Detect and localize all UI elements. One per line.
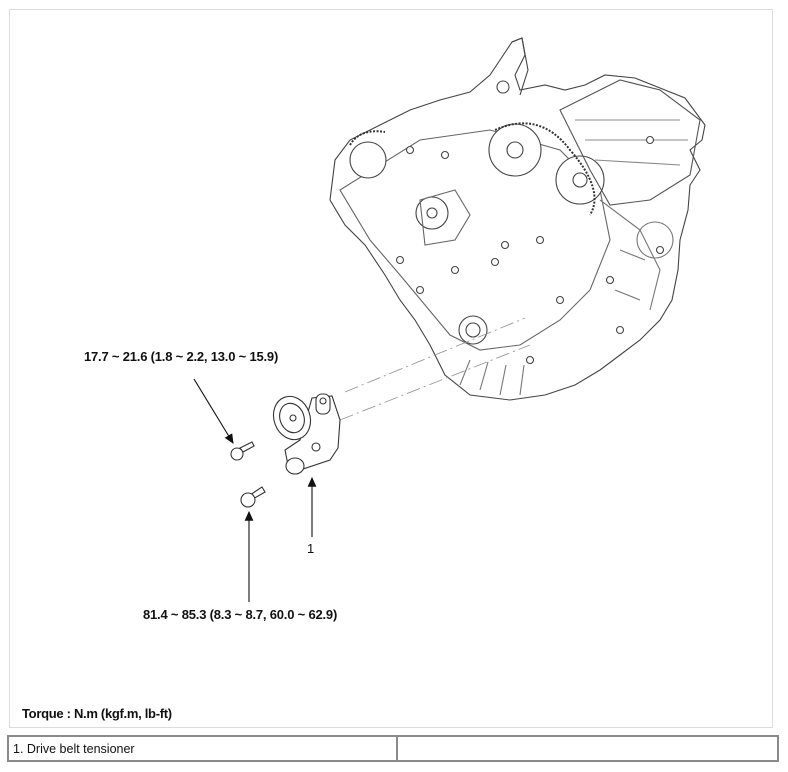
legend-cell-part-1: 1. Drive belt tensioner bbox=[7, 735, 398, 762]
alignment-lines bbox=[339, 317, 531, 421]
drive-belt-tensioner bbox=[272, 393, 341, 475]
torque-spec-upper-bolt: 17.7 ~ 21.6 (1.8 ~ 2.2, 13.0 ~ 15.9) bbox=[84, 349, 279, 364]
callout-number-1: 1 bbox=[307, 541, 315, 556]
upper-bolt bbox=[230, 441, 255, 461]
engine-assembly bbox=[329, 37, 706, 401]
torque-units-note: Torque : N.m (kgf.m, lb-ft) bbox=[22, 706, 172, 721]
parts-legend-table: 1. Drive belt tensioner bbox=[7, 735, 779, 762]
torque-spec-lower-bolt: 81.4 ~ 85.3 (8.3 ~ 8.7, 60.0 ~ 62.9) bbox=[143, 607, 338, 622]
leader-arrows bbox=[193, 378, 317, 602]
lower-bolt bbox=[240, 486, 266, 508]
legend-cell-empty bbox=[396, 735, 779, 762]
table-row: 1. Drive belt tensioner bbox=[7, 735, 779, 762]
